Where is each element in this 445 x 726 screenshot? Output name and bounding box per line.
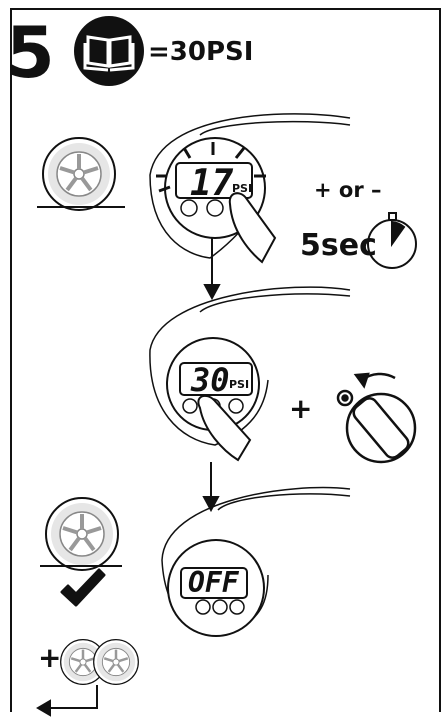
- device-outline-inner: [199, 120, 351, 136]
- button-left: [180, 199, 198, 217]
- checkmark-icon: [60, 568, 106, 607]
- lcd-screen: [180, 567, 248, 599]
- open-book-icon: [83, 35, 135, 72]
- adjust-label: + or –: [314, 178, 382, 202]
- down-arrow: [202, 462, 220, 513]
- two-tires-icon: [59, 638, 140, 686]
- blink-rays: [156, 142, 266, 193]
- lcd-value: OFF: [188, 566, 239, 599]
- pressing-finger-icon: [197, 394, 252, 462]
- device-outline: [149, 286, 351, 446]
- button-right: [229, 599, 245, 615]
- return-arrow: [36, 685, 98, 717]
- hold-time-label: 5sec: [300, 228, 377, 263]
- down-arrow: [203, 238, 221, 301]
- device-outline-inner: [217, 493, 351, 511]
- lcd-unit: PSI: [232, 182, 253, 195]
- lcd-screen: [179, 362, 253, 396]
- lcd-value: 17: [190, 163, 234, 204]
- lcd-value: 30: [191, 361, 230, 399]
- lcd-screen: [175, 162, 253, 199]
- plus-label: +: [38, 641, 62, 674]
- tire-icon: [41, 136, 117, 212]
- step-number: 5: [6, 12, 55, 94]
- rotary-knob-icon: [336, 372, 417, 464]
- target-pressure-label: =30PSI: [148, 37, 254, 67]
- stopwatch-icon: [367, 212, 417, 269]
- pressing-finger-icon: [228, 192, 277, 264]
- button-right: [228, 398, 244, 414]
- button-left: [182, 398, 198, 414]
- plus-label: +: [289, 392, 313, 425]
- device-outline-inner: [199, 293, 351, 313]
- button-middle: [212, 599, 228, 615]
- lcd-unit: PSI: [229, 378, 250, 391]
- tire-icon: [44, 496, 120, 572]
- button-middle: [206, 199, 224, 217]
- frame-border: [10, 8, 441, 712]
- device-outline: [149, 113, 351, 259]
- button-left: [195, 599, 211, 615]
